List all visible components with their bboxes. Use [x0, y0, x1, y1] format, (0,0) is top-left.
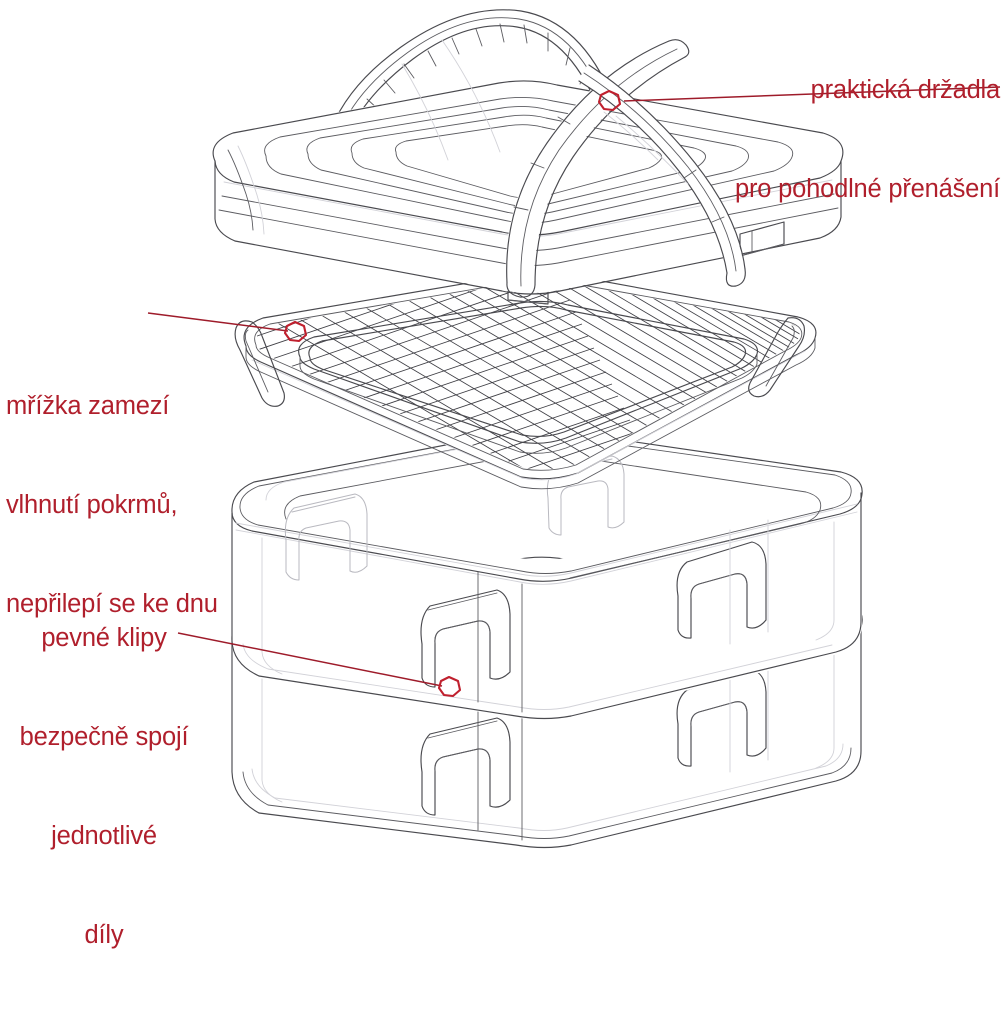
product-line-art: [147, 8, 1001, 849]
callout-grid-line-1: mřížka zamezí: [6, 392, 170, 420]
clip-top-right: [676, 541, 767, 639]
handle-front-right: [578, 64, 746, 287]
callout-clips: pevné klipy bezpečně spojí jednotlivé dí…: [14, 556, 194, 1018]
strap-top: [477, 519, 769, 713]
callout-grid-line-2: vlhnutí pokrmů,: [6, 491, 178, 519]
callout-clips-line-1: pevné klipy: [41, 624, 167, 652]
callout-leader-handles: [597, 86, 1001, 112]
callout-handles: praktická držadla pro pohodlné přenášení: [735, 8, 1000, 272]
diagram-canvas: praktická držadla pro pohodlné přenášení…: [6, 8, 1001, 949]
callout-clips-line-3: jednotlivé: [51, 822, 157, 850]
callout-clips-line-2: bezpečně spojí: [19, 723, 189, 751]
callout-leader-grid: [147, 312, 308, 343]
clip-top-front: [420, 589, 511, 688]
callout-leader-clips: [177, 632, 462, 698]
callout-handles-line-1: praktická držadla: [810, 76, 1001, 104]
callout-handles-line-2: pro pohodlné přenášení: [735, 175, 1000, 203]
container-top: [231, 428, 863, 721]
callout-grid: mřížka zamezí vlhnutí pokrmů, nepřilepí …: [6, 324, 218, 687]
lid-assembly: [212, 8, 844, 298]
callout-grid-line-3: nepřilepí se ke dnu: [6, 590, 218, 618]
callout-clips-line-4: díly: [84, 921, 124, 949]
clip-bottom-front: [420, 717, 511, 816]
